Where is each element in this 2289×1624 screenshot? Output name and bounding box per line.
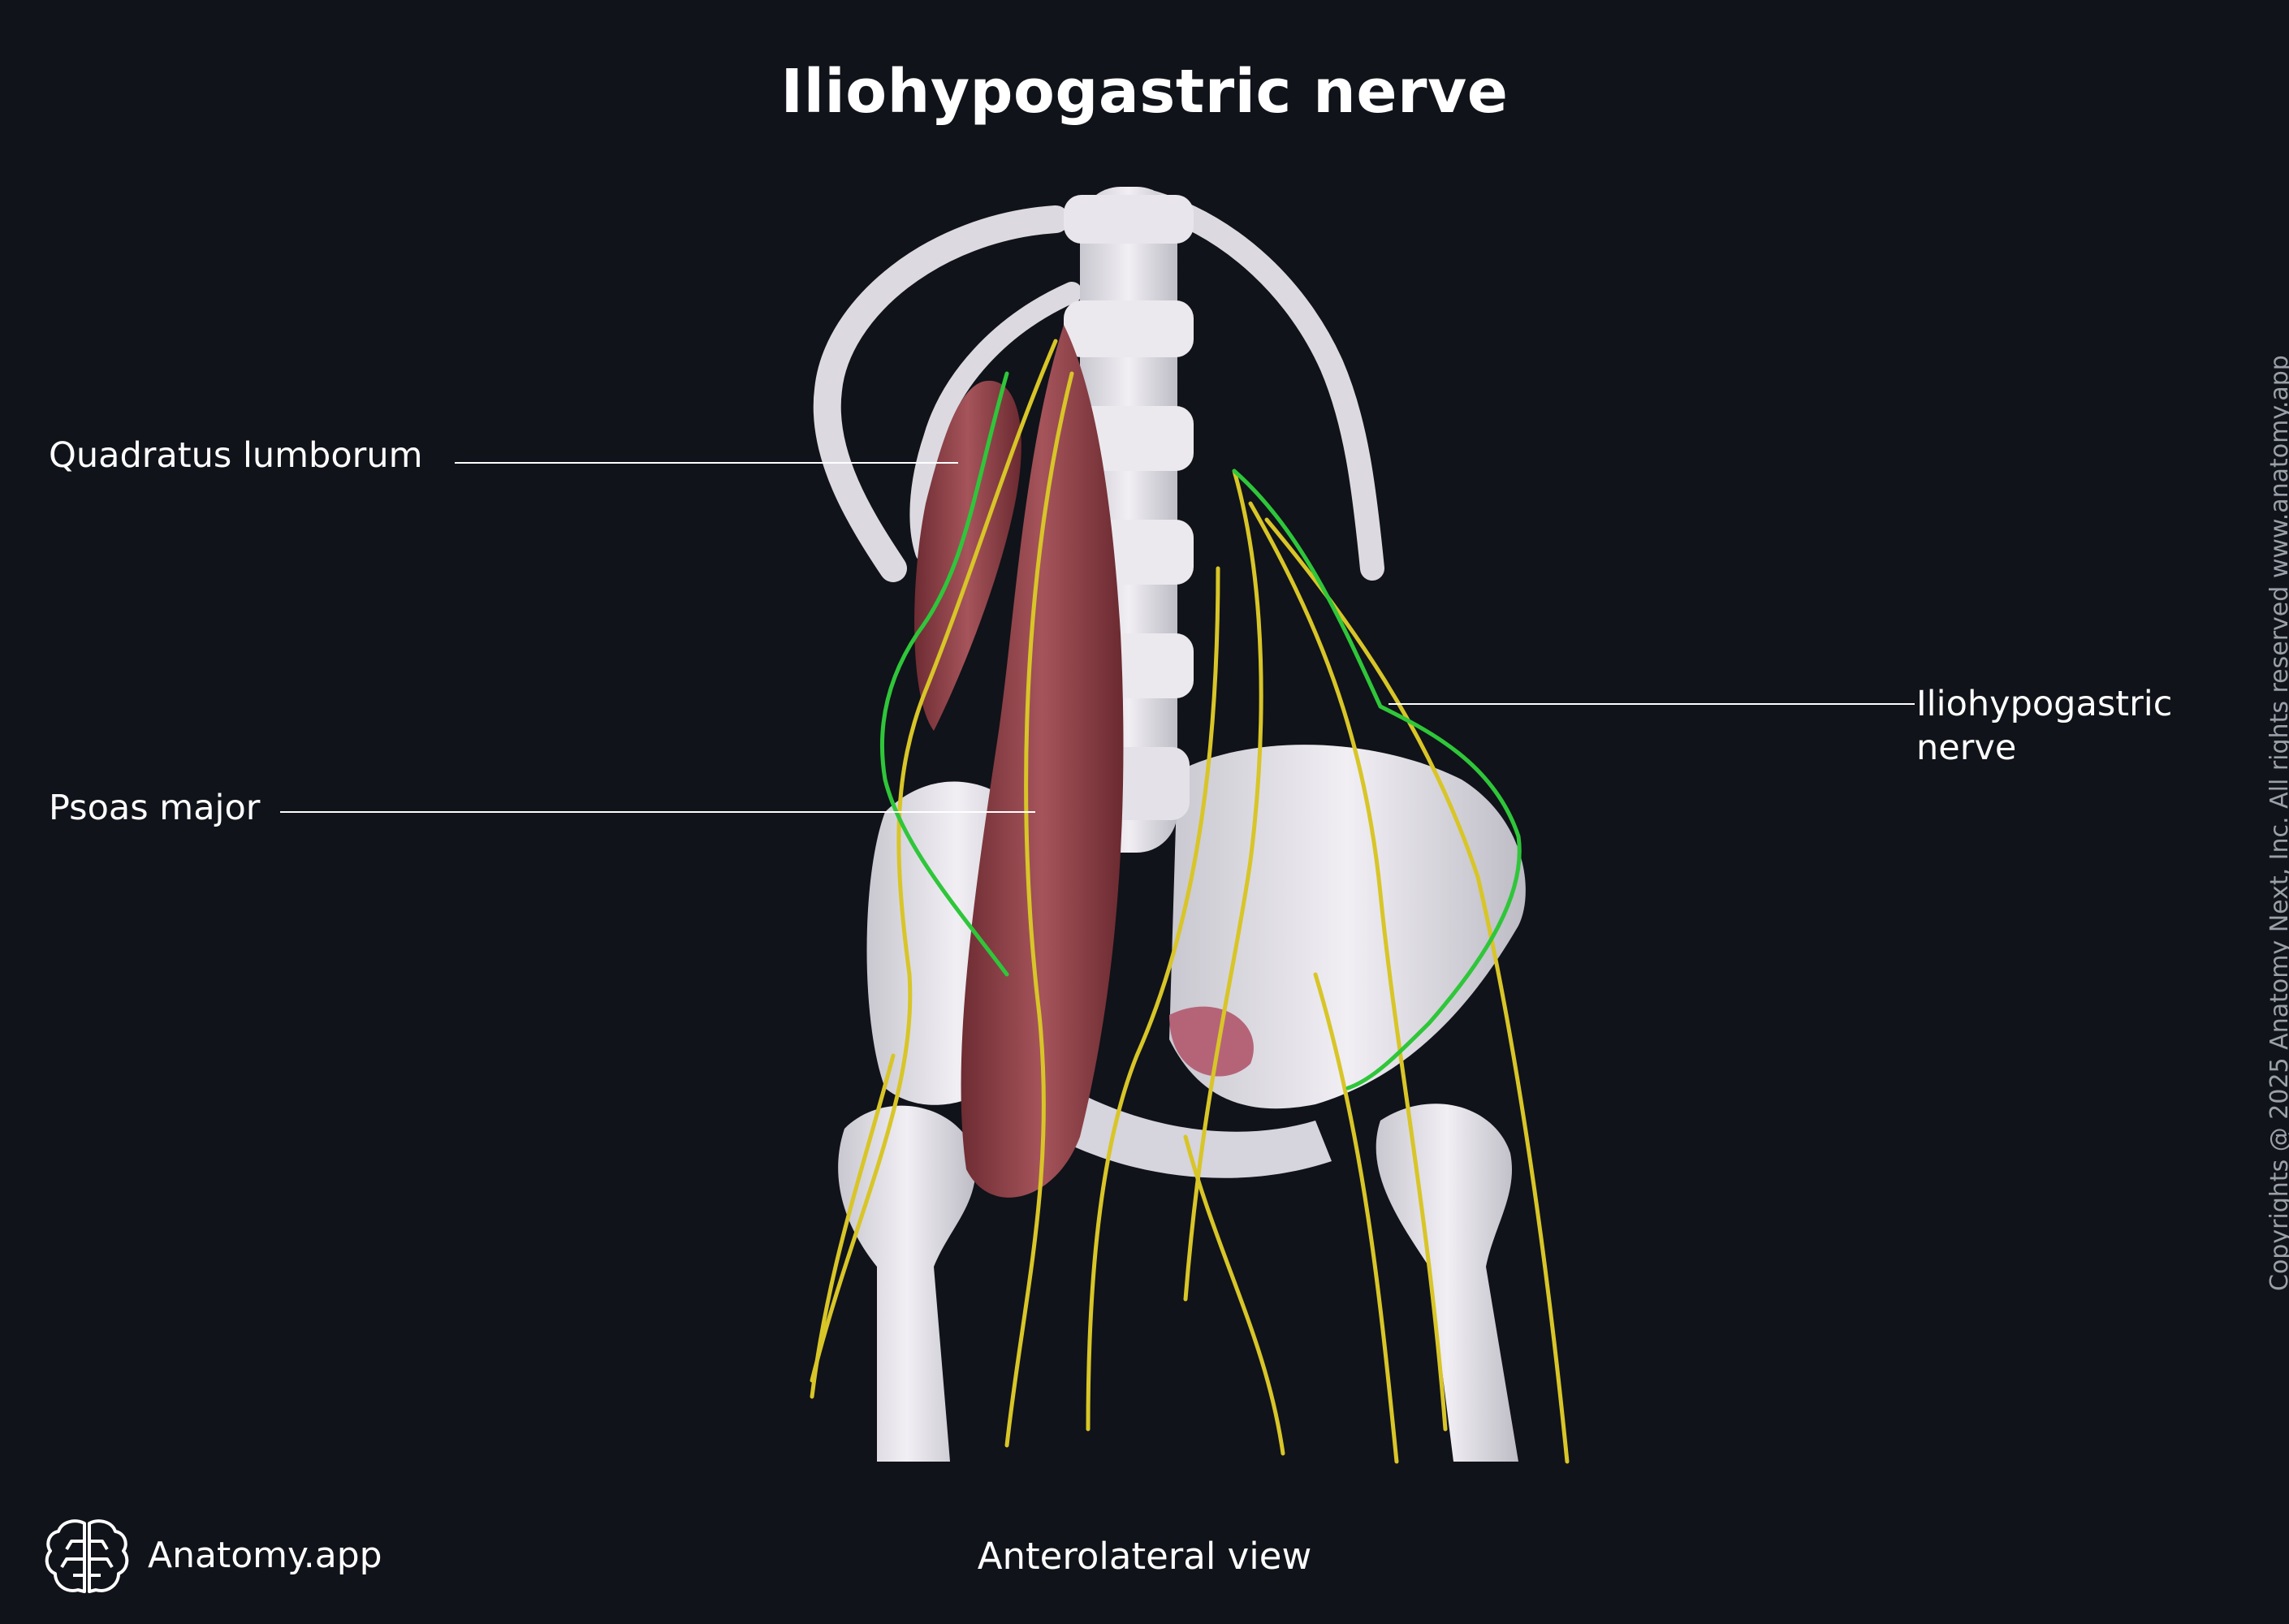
label-iliohypogastric-line2: nerve xyxy=(1916,728,2017,768)
nerves xyxy=(810,339,1570,1464)
page-title: Iliohypogastric nerve xyxy=(780,57,1509,127)
copyright-notice: Copyrights @ 2025 Anatomy Next, Inc. All… xyxy=(2265,355,2289,1291)
label-psoas-major: Psoas major xyxy=(49,788,261,828)
label-iliohypogastric-line1: Iliohypogastric xyxy=(1916,684,2173,724)
ribs xyxy=(813,191,1384,582)
brand-name: Anatomy.app xyxy=(148,1535,382,1576)
view-caption: Anterolateral view xyxy=(977,1535,1312,1578)
iliohypogastric-nerve-highlight xyxy=(879,371,1522,1091)
label-quadratus-lumborum: Quadratus lumborum xyxy=(49,435,423,476)
leader-lines xyxy=(280,462,1915,813)
femurs xyxy=(838,1104,1518,1462)
label-iliohypogastric-nerve: Iliohypogastric nerve xyxy=(1916,682,2257,770)
muscles xyxy=(914,325,1254,1198)
brain-logo-icon xyxy=(45,1519,129,1593)
